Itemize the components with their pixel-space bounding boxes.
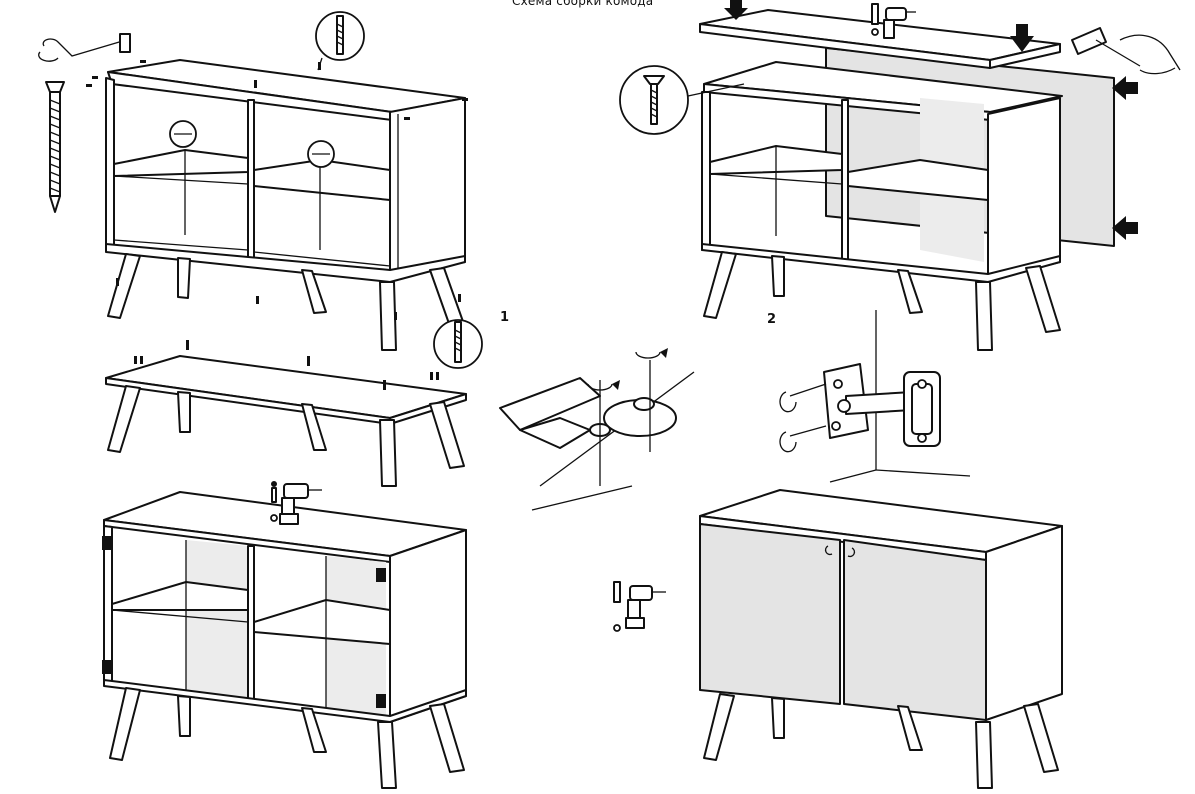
- diagram-title: Схема сборки комода: [512, 0, 654, 8]
- screwdriver-icon-top: [871, 3, 916, 39]
- screwdriver-drill-icon: [613, 581, 666, 632]
- step-1-label: 1: [500, 310, 510, 325]
- cabinet-step2: [699, 9, 1115, 351]
- hinge-detail-left: [499, 348, 695, 511]
- cabinet-frame-step1: [86, 59, 468, 351]
- allen-key-icon: [38, 33, 131, 62]
- drill-icon: [270, 481, 322, 525]
- arrows: [724, 0, 1138, 240]
- hammer-icon: [1071, 27, 1181, 75]
- cabinet-with-doors: [699, 489, 1063, 789]
- base-with-legs: [105, 319, 483, 487]
- hinge-detail-right: [779, 310, 971, 483]
- wood-screw-callout-2: [619, 65, 745, 135]
- step-2-label: 2: [767, 312, 777, 327]
- confirmat-screw-icon: [45, 81, 65, 213]
- wood-screw-callout: [315, 11, 365, 71]
- cabinet-with-hinges: [102, 491, 467, 789]
